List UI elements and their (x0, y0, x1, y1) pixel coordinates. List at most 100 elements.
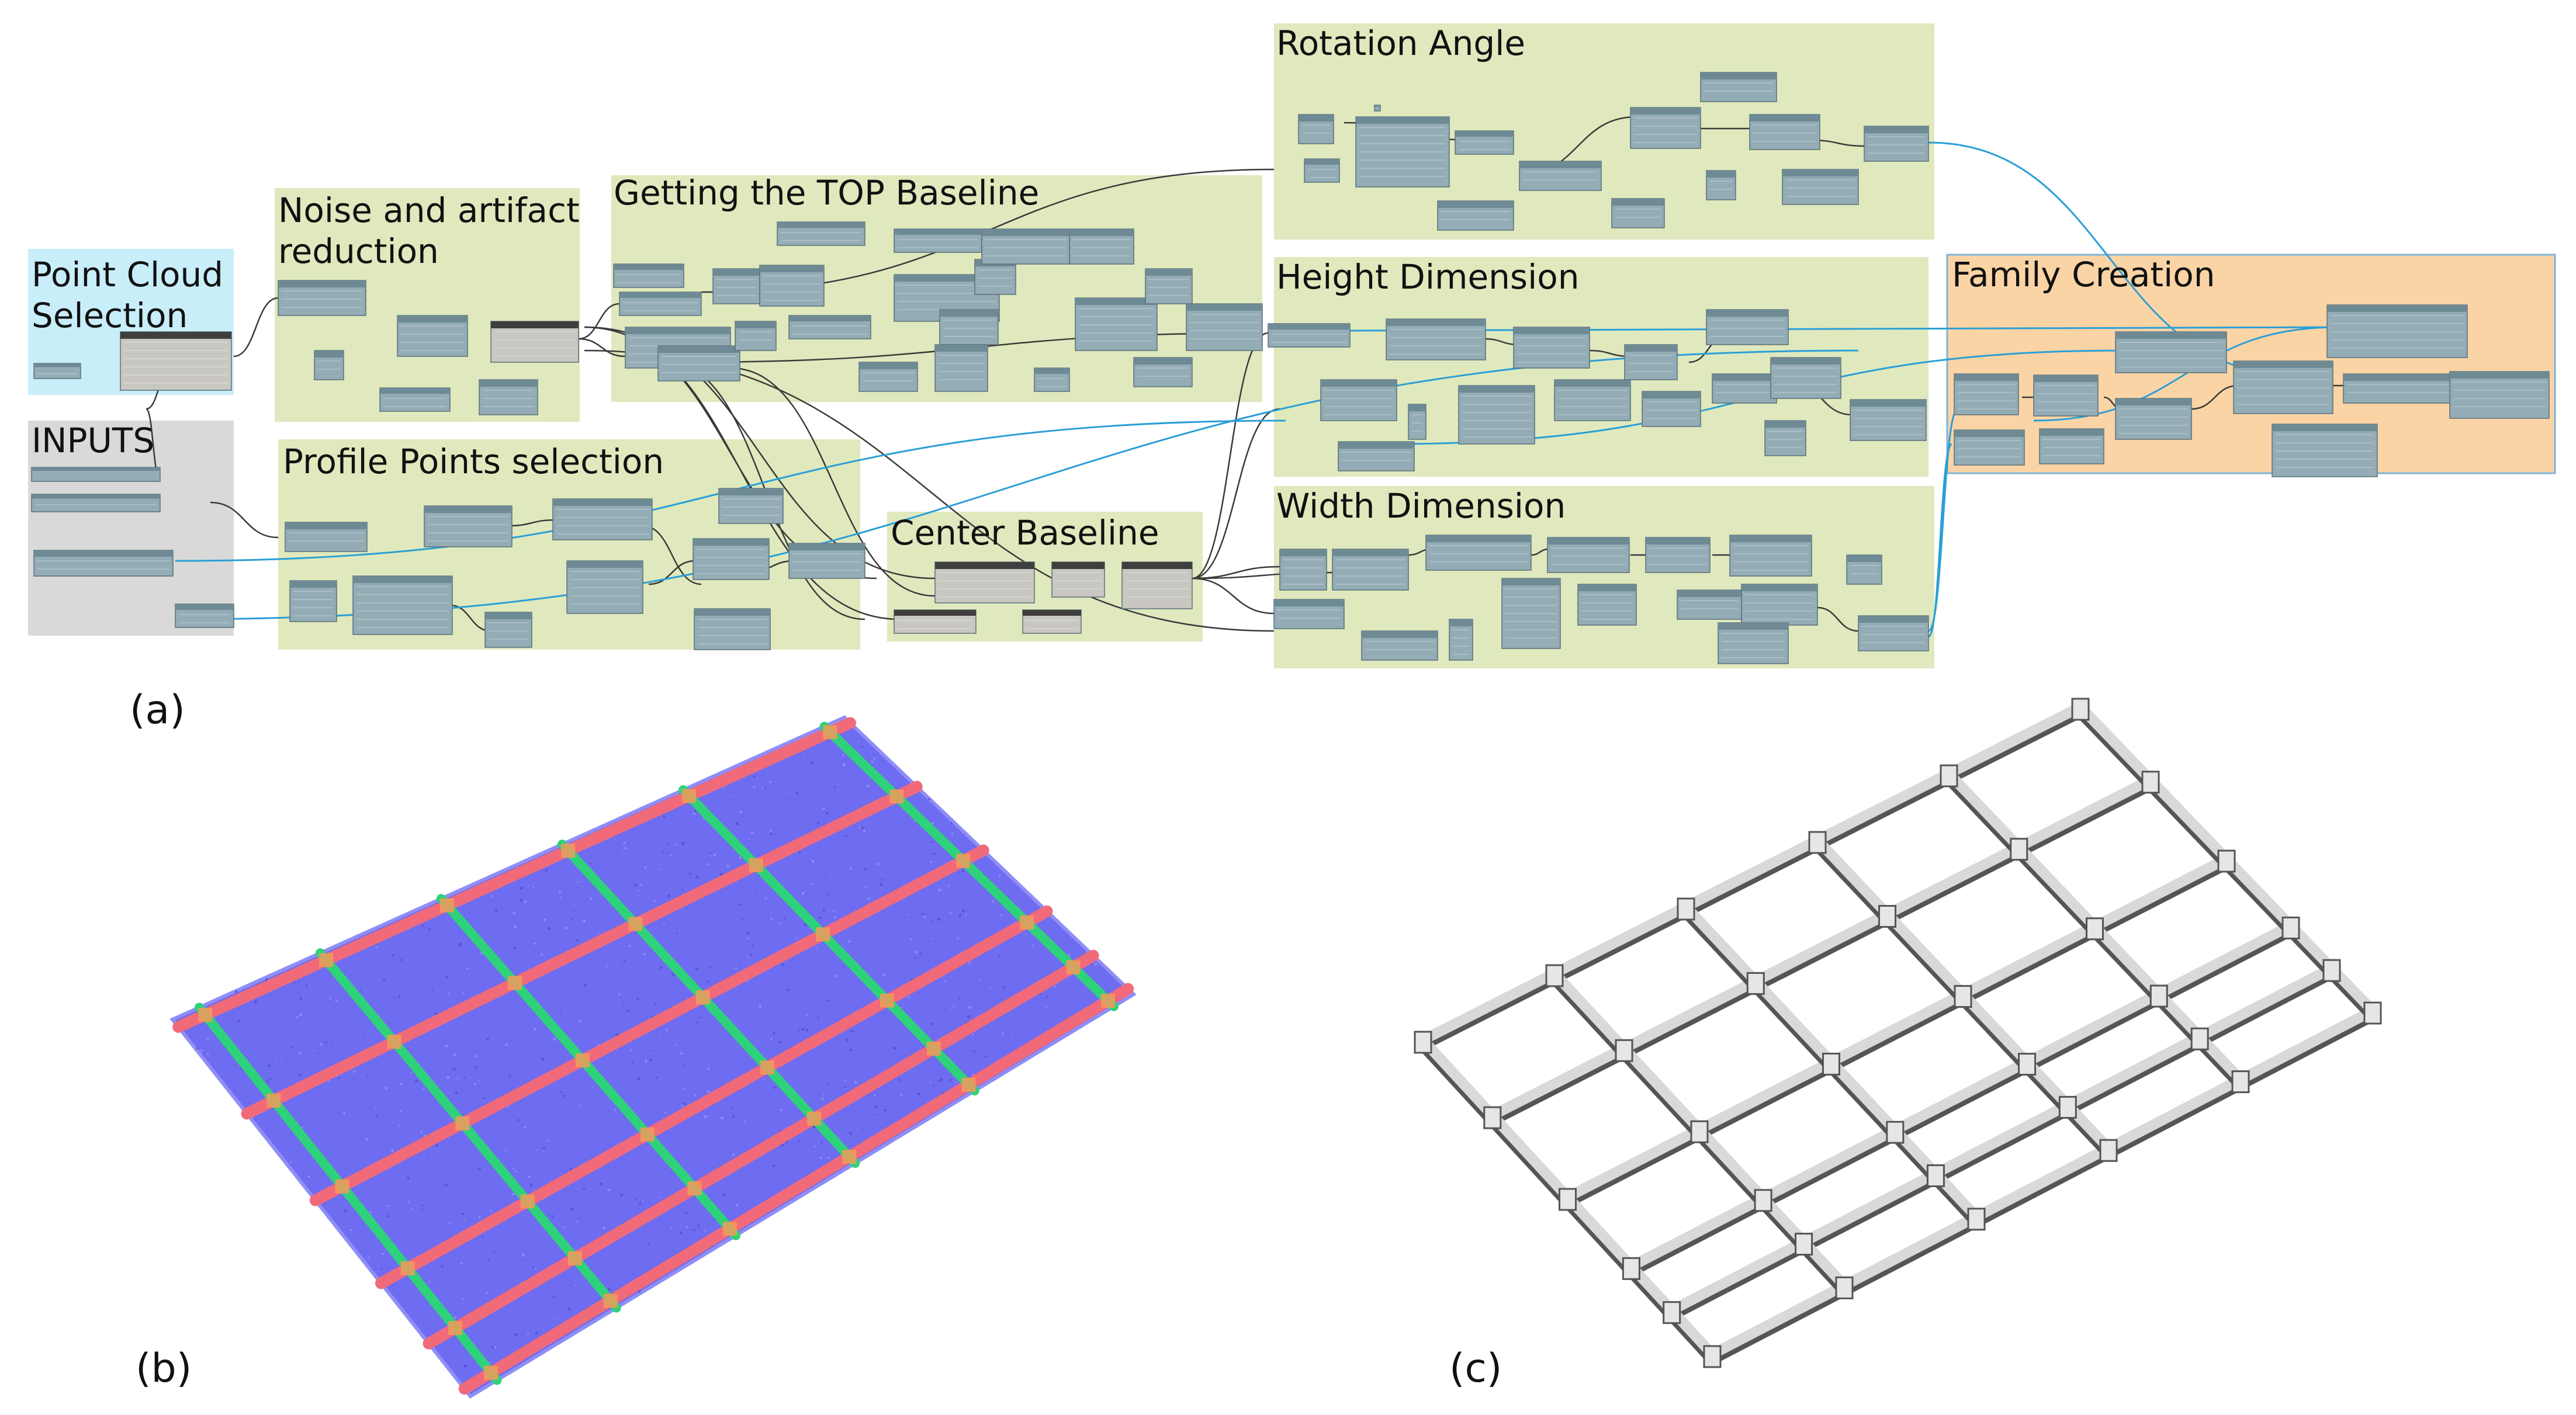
cloud-point (891, 1112, 892, 1113)
cloud-point (826, 872, 827, 873)
cloud-point (447, 993, 449, 995)
cloud-point (928, 798, 930, 800)
cloud-column-node (568, 1251, 582, 1265)
cloud-point (464, 1077, 466, 1078)
cloud-point (843, 965, 844, 966)
cloud-point (846, 1038, 849, 1041)
cloud-column-node (335, 1180, 349, 1194)
cloud-point (827, 893, 830, 896)
cloud-point (570, 1208, 573, 1211)
beam-column (2283, 917, 2299, 938)
cloud-point (462, 1213, 464, 1215)
cloud-point (739, 804, 740, 805)
workflow-node (2234, 361, 2333, 414)
cloud-column-node (749, 858, 763, 872)
cloud-point (429, 1281, 431, 1282)
cloud-point (654, 1003, 656, 1004)
cloud-point (400, 1083, 403, 1085)
cloud-point (588, 1303, 589, 1304)
cloud-point (580, 1105, 581, 1107)
cloud-point (944, 980, 946, 982)
group-title-rotation-angle: Rotation Angle (1276, 23, 1525, 63)
cloud-column-node (561, 844, 575, 858)
cloud-point (884, 1013, 885, 1014)
cloud-point (707, 1067, 709, 1070)
workflow-node (1449, 619, 1473, 660)
cloud-point (992, 987, 993, 988)
cloud-point (326, 1042, 327, 1043)
cloud-point (669, 993, 670, 994)
cloud-point (770, 833, 773, 835)
workflow-node (567, 561, 643, 613)
cloud-point (468, 913, 469, 914)
cloud-point (509, 1074, 511, 1077)
cloud-point (366, 1138, 369, 1141)
cloud-point (910, 917, 912, 918)
workflow-node (1954, 430, 2024, 465)
cloud-point (394, 997, 395, 998)
cloud-point (686, 1226, 688, 1228)
cloud-point (614, 1109, 617, 1112)
cloud-point (576, 1220, 578, 1222)
cloud-point (880, 1106, 881, 1107)
cloud-point (825, 876, 826, 877)
workflow-node (1954, 374, 2018, 415)
cloud-point (306, 985, 307, 987)
workflow-node (1847, 555, 1882, 584)
cloud-point (343, 1112, 346, 1115)
cloud-point (764, 882, 766, 883)
cloud-point (871, 751, 872, 752)
workflow-node (32, 467, 160, 481)
cloud-point (934, 895, 935, 896)
cloud-point (608, 1188, 611, 1191)
cloud-point (812, 860, 815, 863)
workflow-node (1186, 304, 1262, 351)
cloud-point (623, 842, 626, 845)
cloud-point (953, 1005, 954, 1007)
cloud-point (543, 1151, 544, 1152)
cloud-point (636, 914, 638, 915)
workflow-node (1052, 562, 1105, 597)
cloud-column-node (807, 1112, 821, 1126)
cloud-point (746, 955, 748, 957)
beam-column (2324, 960, 2340, 981)
beam-model-view (1415, 699, 2381, 1367)
cloud-point (834, 786, 836, 788)
workflow-node (1374, 105, 1380, 111)
group-title-line: reduction (278, 231, 439, 271)
workflow-wire (234, 298, 278, 356)
cloud-point (593, 1087, 594, 1088)
cloud-point (662, 852, 663, 854)
cloud-point (528, 1175, 531, 1178)
cloud-point (596, 984, 597, 985)
beam-column (2072, 699, 2089, 720)
cloud-point (532, 887, 534, 889)
cloud-point (663, 922, 665, 924)
cloud-point (670, 1227, 672, 1229)
cloud-point (645, 1232, 646, 1233)
cloud-point (528, 885, 529, 887)
cloud-point (555, 1168, 556, 1170)
cloud-point (973, 1050, 975, 1053)
cloud-point (335, 1000, 337, 1002)
cloud-point (490, 1361, 491, 1363)
cloud-point (340, 1129, 341, 1130)
cloud-column-node (440, 899, 454, 913)
cloud-point (621, 964, 622, 965)
cloud-point (751, 831, 753, 834)
beam-column (1968, 1209, 1985, 1230)
workflow-node (1750, 115, 1820, 150)
cloud-point (504, 1150, 506, 1152)
beam-column (1691, 1121, 1708, 1142)
cloud-point (643, 1163, 644, 1164)
cloud-point (659, 1038, 660, 1039)
cloud-point (406, 1140, 407, 1142)
cloud-point (643, 953, 646, 956)
workflow-node (2115, 332, 2227, 373)
cloud-point (521, 1108, 523, 1109)
cloud-point (917, 1093, 920, 1095)
cloud-point (376, 1115, 379, 1118)
cloud-point (943, 1012, 944, 1014)
cloud-point (610, 1009, 611, 1010)
cloud-point (560, 897, 562, 899)
